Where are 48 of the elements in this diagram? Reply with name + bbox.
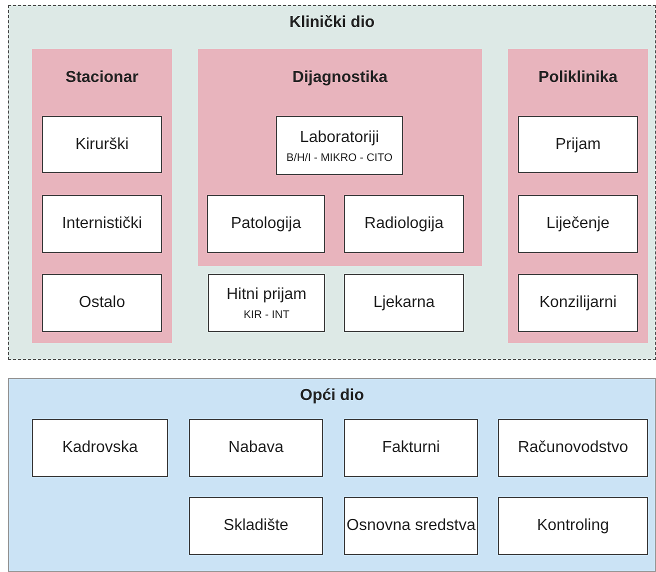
section-heading: Opći dio: [299, 387, 365, 405]
unit-box: [189, 497, 323, 555]
unit-name: Konzilijarni: [539, 293, 617, 313]
unit-box: [189, 419, 323, 477]
unit-box: [498, 497, 648, 555]
unit-box: [42, 274, 162, 332]
unit-box: [276, 116, 403, 175]
unit-box: [42, 116, 162, 173]
unit-name: Patologija: [230, 214, 302, 234]
unit-name: Skladište: [224, 516, 288, 536]
unit-name: Osnovna sredstva: [346, 516, 476, 536]
unit-name: Nabava: [228, 438, 284, 458]
unit-box: [518, 195, 638, 253]
unit-name: Računovodstvo: [518, 438, 628, 458]
unit-box: [344, 195, 464, 253]
unit-name: Internistički: [62, 214, 142, 234]
unit-name: Kontroling: [536, 516, 610, 536]
section-heading: Stacionar: [64, 69, 140, 87]
unit-name: Ostalo: [78, 293, 126, 313]
unit-box: [32, 419, 168, 477]
group-panel: [508, 49, 648, 343]
unit-box: [208, 274, 325, 332]
section-heading: Poliklinika: [537, 69, 619, 87]
section-heading: Dijagnostika: [291, 69, 389, 87]
unit-name: Laboratoriji: [300, 128, 380, 148]
group-panel: [198, 49, 482, 266]
unit-box: [344, 274, 464, 332]
unit-name: Radiologija: [364, 214, 444, 234]
unit-name: Prijam: [555, 134, 601, 154]
unit-name: Liječenje: [546, 214, 610, 234]
unit-box: [42, 195, 162, 253]
unit-box: [518, 116, 638, 173]
unit-box: [344, 497, 478, 555]
unit-name: Ljekarna: [373, 293, 435, 313]
unit-name: Hitni prijam: [226, 285, 306, 305]
group-panel: [32, 49, 172, 343]
unit-subtitle: KIR - INT: [244, 309, 290, 321]
unit-box: [498, 419, 648, 477]
unit-name: Kadrovska: [62, 438, 138, 458]
unit-box: [518, 274, 638, 332]
unit-subtitle: B/H/I - MIKRO - CITO: [286, 152, 393, 164]
unit-box: [207, 195, 325, 253]
section-panel: [8, 5, 656, 360]
unit-name: Kirurški: [75, 134, 129, 154]
unit-box: [344, 419, 478, 477]
section-heading: Klinički dio: [288, 14, 376, 32]
section-panel: [8, 378, 656, 572]
unit-name: Fakturni: [382, 438, 440, 458]
